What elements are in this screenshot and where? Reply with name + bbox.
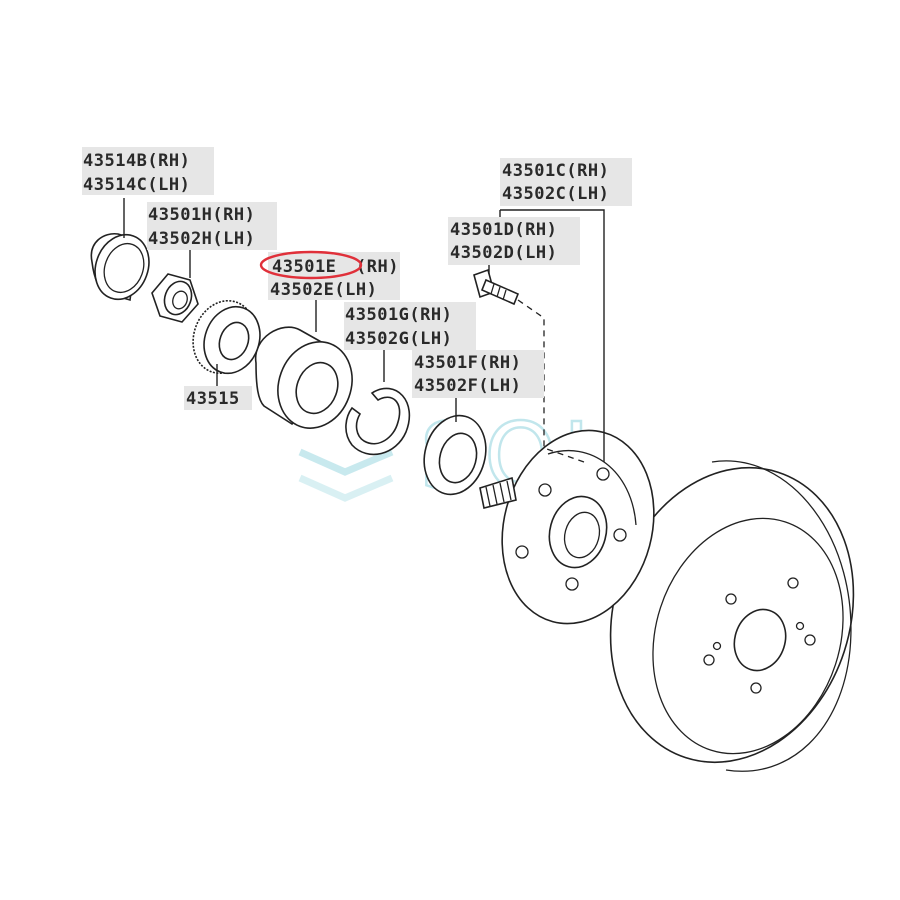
bolt-dashed-guide xyxy=(517,299,585,463)
label-43501g: 43501G(RH) 43502G(LH) xyxy=(344,302,476,350)
watermark-chevron-upper-icon xyxy=(298,448,394,476)
bearing-race-f xyxy=(423,414,487,496)
label-43501f: 43501F(RH) 43502F(LH) xyxy=(412,350,544,398)
label-43514: 43514B(RH) 43514C(LH) xyxy=(82,147,214,195)
hub-flange xyxy=(479,429,655,625)
label-43501f-rh: 43501F(RH) xyxy=(414,353,521,373)
label-43501h-lh: 43502H(LH) xyxy=(148,229,255,249)
label-43514-lh: 43514C(LH) xyxy=(83,175,190,195)
brake-disc xyxy=(609,460,855,772)
hub-nut xyxy=(151,273,199,323)
label-43515-text: 43515 xyxy=(186,389,240,409)
label-43515: 43515 xyxy=(184,386,252,410)
label-43501e-rh: (RH) xyxy=(356,257,399,277)
label-43501e-lh: 43502E(LH) xyxy=(270,280,377,300)
label-43501h-rh: 43501H(RH) xyxy=(148,205,255,225)
label-43501g-rh: 43501G(RH) xyxy=(345,305,452,325)
label-43501c-rh: 43501C(RH) xyxy=(502,161,609,181)
label-43501f-lh: 43502F(LH) xyxy=(414,376,521,396)
label-43501e-part: 43501E xyxy=(272,257,336,277)
watermark-chevron-lower-icon xyxy=(298,474,394,502)
abs-tone-ring xyxy=(192,299,261,375)
dust-cap xyxy=(90,233,150,302)
label-43514-rh: 43514B(RH) xyxy=(83,151,190,171)
label-43501d: 43501D(RH) 43502D(LH) xyxy=(448,217,580,265)
label-43501c: 43501C(RH) 43502C(LH) xyxy=(500,158,632,206)
label-43501c-lh: 43502C(LH) xyxy=(502,184,609,204)
highlight-oval xyxy=(259,250,363,280)
hub-bolt xyxy=(473,268,520,306)
wheel-bearing xyxy=(255,326,353,429)
label-43501d-lh: 43502D(LH) xyxy=(450,243,557,263)
label-43501h: 43501H(RH) 43502H(LH) xyxy=(147,202,277,250)
label-43501e: 43501E (RH) 43502E(LH) xyxy=(259,250,400,300)
label-43501d-rh: 43501D(RH) xyxy=(450,220,557,240)
snap-ring xyxy=(345,387,411,456)
label-43501g-lh: 43502G(LH) xyxy=(345,329,452,349)
